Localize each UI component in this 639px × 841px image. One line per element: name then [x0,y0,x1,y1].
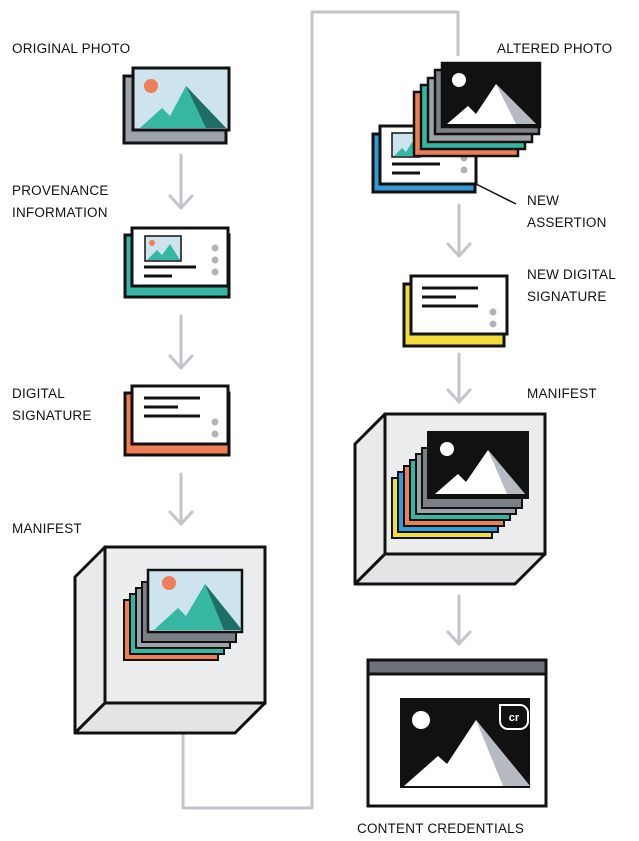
new-digital-signature-card-icon [402,274,509,348]
column-connector-line [181,10,460,810]
label-provenance-information: PROVENANCE INFORMATION [12,180,109,224]
arrow-down-icon [446,352,472,404]
arrow-down-icon [446,594,472,646]
label-provenance-line2: INFORMATION [12,205,108,220]
label-altered-photo: ALTERED PHOTO [497,41,613,56]
cr-badge-text: cr [509,712,520,724]
label-content-credentials: CONTENT CREDENTIALS [357,821,525,836]
label-new-digital-sig-line2: SIGNATURE [527,289,607,304]
label-manifest-left: MANIFEST [12,521,82,536]
label-original-photo: ORIGINAL PHOTO [12,41,131,56]
label-digital-sig-line1: DIGITAL [12,386,65,401]
manifest-box-right-icon [353,412,547,586]
label-digital-sig-line2: SIGNATURE [12,408,92,423]
arrow-down-icon [446,203,472,258]
provenance-card-icon [123,226,231,299]
label-new-assertion: NEW ASSERTION [527,190,607,234]
label-new-assertion-line2: ASSERTION [527,215,607,230]
arrow-down-icon [168,314,194,370]
arrow-down-icon [168,472,194,526]
manifest-box-left-icon [73,545,267,735]
label-new-assertion-line1: NEW [527,193,560,208]
arrow-down-icon [168,153,194,210]
content-credentials-window-icon [366,658,548,808]
label-new-digital-signature: NEW DIGITAL SIGNATURE [527,264,616,308]
label-provenance-line1: PROVENANCE [12,183,109,198]
label-digital-signature: DIGITAL SIGNATURE [12,383,92,427]
label-new-digital-sig-line1: NEW DIGITAL [527,267,616,282]
digital-signature-card-icon [123,384,231,457]
altered-photo-icon [371,61,542,205]
original-photo-icon [122,66,231,145]
label-manifest-right: MANIFEST [527,386,597,401]
cr-badge-icon: cr [499,704,529,730]
